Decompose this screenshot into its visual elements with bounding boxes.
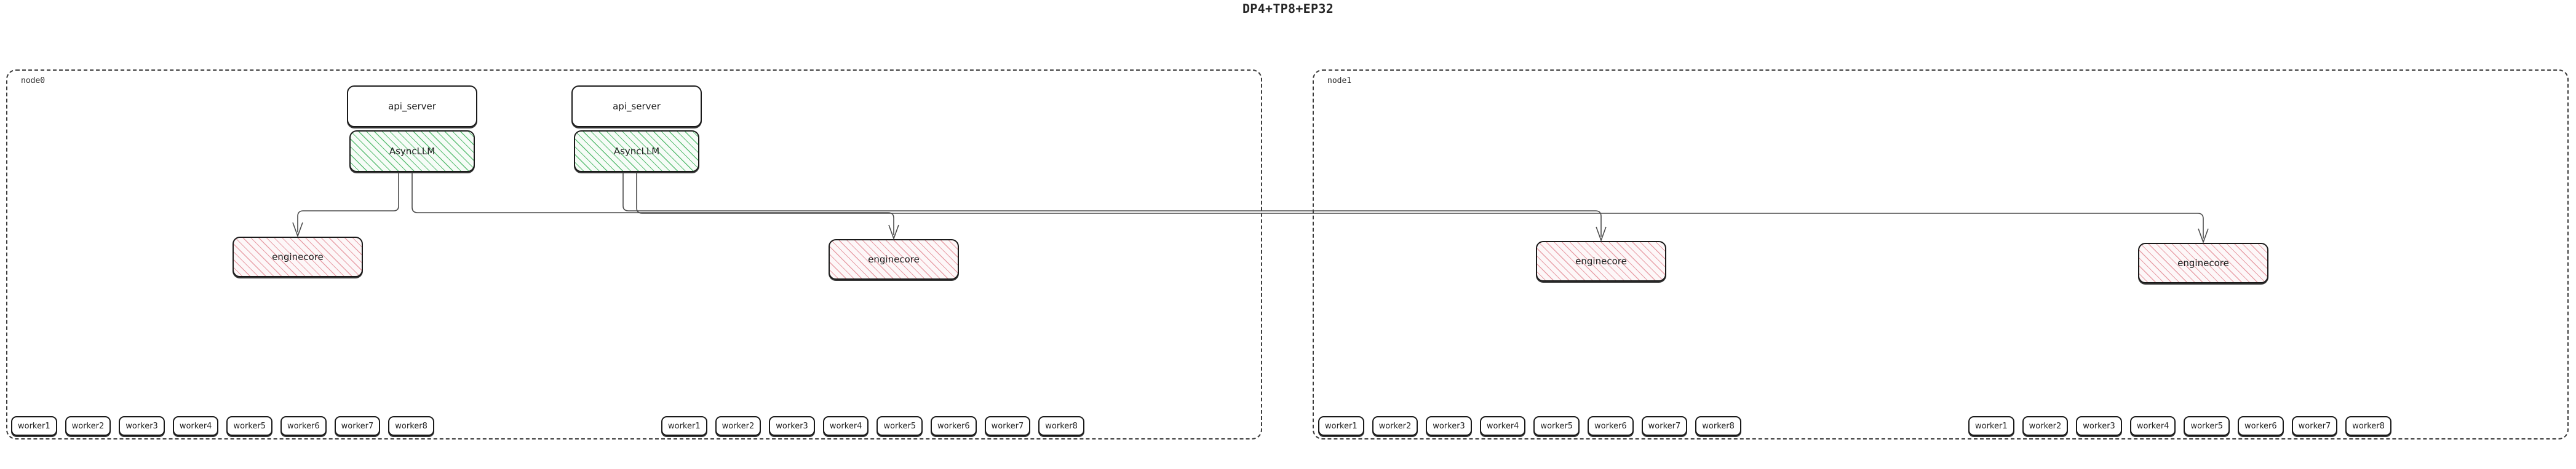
worker-chip[interactable]: worker5 (2184, 416, 2230, 436)
worker-chip[interactable]: worker6 (2238, 416, 2284, 436)
node-cluster-label-node0: node0 (21, 76, 46, 85)
api-server-label: api_server (388, 101, 436, 112)
asyncllm-box-0-1[interactable]: AsyncLLM (574, 130, 699, 172)
worker-chip[interactable]: worker2 (715, 416, 761, 436)
worker-chip[interactable]: worker1 (661, 416, 707, 436)
worker-group-1-1: worker1 worker2 worker3 worker4 worker5 worke… (1968, 416, 2391, 436)
worker-chip[interactable]: worker6 (1588, 416, 1634, 436)
node-cluster-node0: node0 (6, 69, 1262, 439)
worker-chip[interactable]: worker6 (280, 416, 327, 436)
worker-chip[interactable]: worker4 (2129, 416, 2176, 436)
enginecore-box-0-1[interactable]: enginecore (829, 239, 959, 280)
worker-chip[interactable]: worker8 (388, 416, 434, 436)
worker-chip[interactable]: worker6 (931, 416, 977, 436)
worker-chip[interactable]: worker2 (2022, 416, 2069, 436)
page-title: DP4+TP8+EP32 (1242, 1, 1334, 16)
api-server-label: api_server (613, 101, 661, 112)
worker-chip[interactable]: worker1 (1318, 416, 1364, 436)
worker-chip[interactable]: worker5 (226, 416, 273, 436)
worker-chip[interactable]: worker4 (822, 416, 869, 436)
node-cluster-node1: node1 (1313, 69, 2569, 439)
worker-chip[interactable]: worker1 (1968, 416, 2014, 436)
worker-chip[interactable]: worker7 (984, 416, 1031, 436)
worker-chip[interactable]: worker8 (1038, 416, 1084, 436)
worker-chip[interactable]: worker5 (877, 416, 923, 436)
worker-chip[interactable]: worker4 (172, 416, 219, 436)
worker-chip[interactable]: worker3 (769, 416, 815, 436)
worker-group-0-1: worker1 worker2 worker3 worker4 worker5 worke… (661, 416, 1084, 436)
worker-chip[interactable]: worker1 (11, 416, 57, 436)
worker-group-1-0: worker1 worker2 worker3 worker4 worker5 worke… (1318, 416, 1741, 436)
worker-chip[interactable]: worker8 (2345, 416, 2391, 436)
enginecore-label: enginecore (868, 254, 920, 265)
asyncllm-label: AsyncLLM (389, 146, 435, 157)
worker-chip[interactable]: worker8 (1695, 416, 1741, 436)
worker-chip[interactable]: worker7 (334, 416, 381, 436)
enginecore-box-1-1[interactable]: enginecore (2138, 243, 2268, 283)
enginecore-box-0-0[interactable]: enginecore (233, 237, 363, 277)
enginecore-box-1-0[interactable]: enginecore (1536, 241, 1666, 282)
worker-chip[interactable]: worker3 (2076, 416, 2122, 436)
asyncllm-label: AsyncLLM (613, 146, 660, 157)
asyncllm-box-0-0[interactable]: AsyncLLM (349, 130, 475, 172)
enginecore-label: enginecore (272, 251, 324, 262)
worker-chip[interactable]: worker2 (65, 416, 111, 436)
worker-chip[interactable]: worker2 (1372, 416, 1418, 436)
enginecore-label: enginecore (2177, 258, 2229, 269)
worker-chip[interactable]: worker7 (1641, 416, 1688, 436)
api-server-box-0-0[interactable]: api_server (347, 85, 477, 127)
api-server-box-0-1[interactable]: api_server (571, 85, 702, 127)
worker-chip[interactable]: worker7 (2291, 416, 2338, 436)
worker-chip[interactable]: worker5 (1533, 416, 1580, 436)
worker-chip[interactable]: worker4 (1479, 416, 1526, 436)
enginecore-label: enginecore (1575, 256, 1627, 267)
worker-chip[interactable]: worker3 (1426, 416, 1472, 436)
worker-group-0-0: worker1 worker2 worker3 worker4 worker5 worke… (11, 416, 434, 436)
node-cluster-label-node1: node1 (1327, 76, 1352, 85)
worker-chip[interactable]: worker3 (119, 416, 165, 436)
